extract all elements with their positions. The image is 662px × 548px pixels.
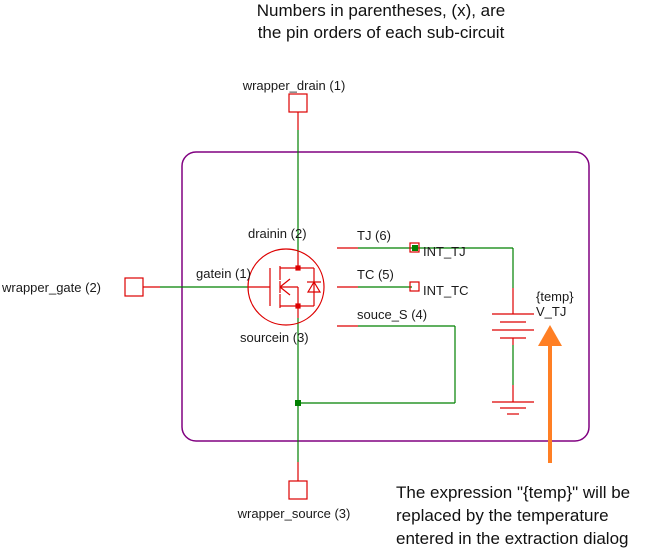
- int-tj-fill: [412, 245, 418, 251]
- battery-v-tj[interactable]: [492, 288, 534, 345]
- title-note-line1: Numbers in parentheses, (x), are: [257, 1, 506, 20]
- wires: [160, 130, 514, 462]
- source-value-label: {temp}: [536, 289, 574, 304]
- pin-label-tc: TC (5): [357, 267, 394, 282]
- mosfet-source-dot: [295, 303, 301, 309]
- port-label-int-tc: INT_TC: [423, 283, 469, 298]
- annotation-arrow: [538, 325, 562, 463]
- mosfet-gate-label: gatein (1): [196, 266, 251, 281]
- ground-symbol[interactable]: [492, 385, 534, 415]
- mosfet-drain-dot: [295, 265, 301, 271]
- source-name-label: V_TJ: [536, 304, 566, 319]
- int-tc-port[interactable]: [409, 281, 420, 292]
- pin-label-source-s: souce_S (4): [357, 307, 427, 322]
- port-label-int-tj: INT_TJ: [423, 244, 466, 259]
- annotation-line1: The expression "{temp}" will be: [396, 483, 630, 502]
- wrapper-source-label: wrapper_source (3): [237, 506, 351, 521]
- junction-dot: [295, 400, 301, 406]
- wrapper-drain-label: wrapper_drain (1): [242, 78, 346, 93]
- wrapper-drain-port[interactable]: [288, 93, 308, 113]
- int-tj-port[interactable]: [409, 242, 420, 253]
- mosfet-source-label: sourcein (3): [240, 330, 309, 345]
- wrapper-source-port[interactable]: [288, 480, 308, 500]
- annotation-line2: replaced by the temperature: [396, 506, 609, 525]
- pin-label-tj: TJ (6): [357, 228, 391, 243]
- mosfet-drain-label: drainin (2): [248, 226, 307, 241]
- mosfet-symbol[interactable]: [247, 248, 325, 326]
- wrapper-gate-label: wrapper_gate (2): [1, 280, 101, 295]
- wrapper-gate-port[interactable]: [124, 277, 144, 297]
- subcircuit-boundary[interactable]: [181, 151, 590, 442]
- title-note-line2: the pin orders of each sub-circuit: [258, 23, 505, 42]
- annotation-line3: entered in the extraction dialog: [396, 529, 629, 548]
